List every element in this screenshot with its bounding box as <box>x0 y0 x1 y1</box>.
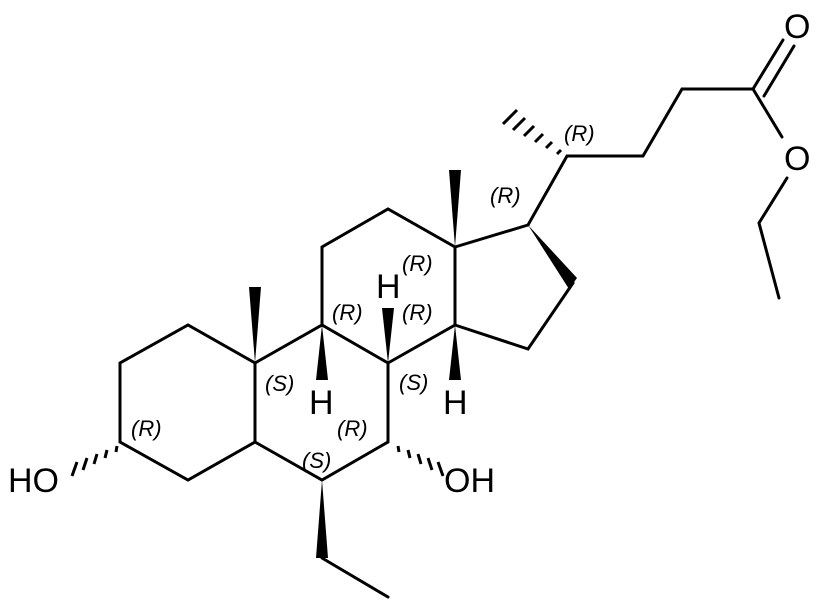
ester-oxygen-label: O <box>784 140 810 178</box>
stereo-descriptors: (R) (S) (R) (R) (R) (S) (R) (S) (R) (R) <box>131 121 595 473</box>
hydroxyl-label-c7: OH <box>444 462 495 500</box>
stereo-c9: (R) <box>332 300 363 325</box>
wedge-bonds <box>249 170 577 558</box>
stereo-c20: (R) <box>564 121 595 146</box>
stereo-c13: (R) <box>402 251 433 276</box>
bonds <box>118 38 796 599</box>
hydrogen-label-c14: H <box>443 384 468 422</box>
stereo-c7: (R) <box>337 416 368 441</box>
stereo-c10: (S) <box>265 371 294 396</box>
hydrogen-label-c8: H <box>376 268 401 306</box>
stereo-c6: (S) <box>302 448 331 473</box>
atom-labels: HO OH H H H O O <box>8 8 810 500</box>
stereo-c14: (S) <box>399 370 428 395</box>
hydrogen-label-c9: H <box>309 384 334 422</box>
stereo-c8: (R) <box>402 300 433 325</box>
stereo-c17: (R) <box>490 183 521 208</box>
carbonyl-oxygen-label: O <box>784 8 810 46</box>
hydroxyl-label-c3: HO <box>8 462 59 500</box>
stereo-c3: (R) <box>131 416 162 441</box>
hash-bonds <box>70 108 563 477</box>
